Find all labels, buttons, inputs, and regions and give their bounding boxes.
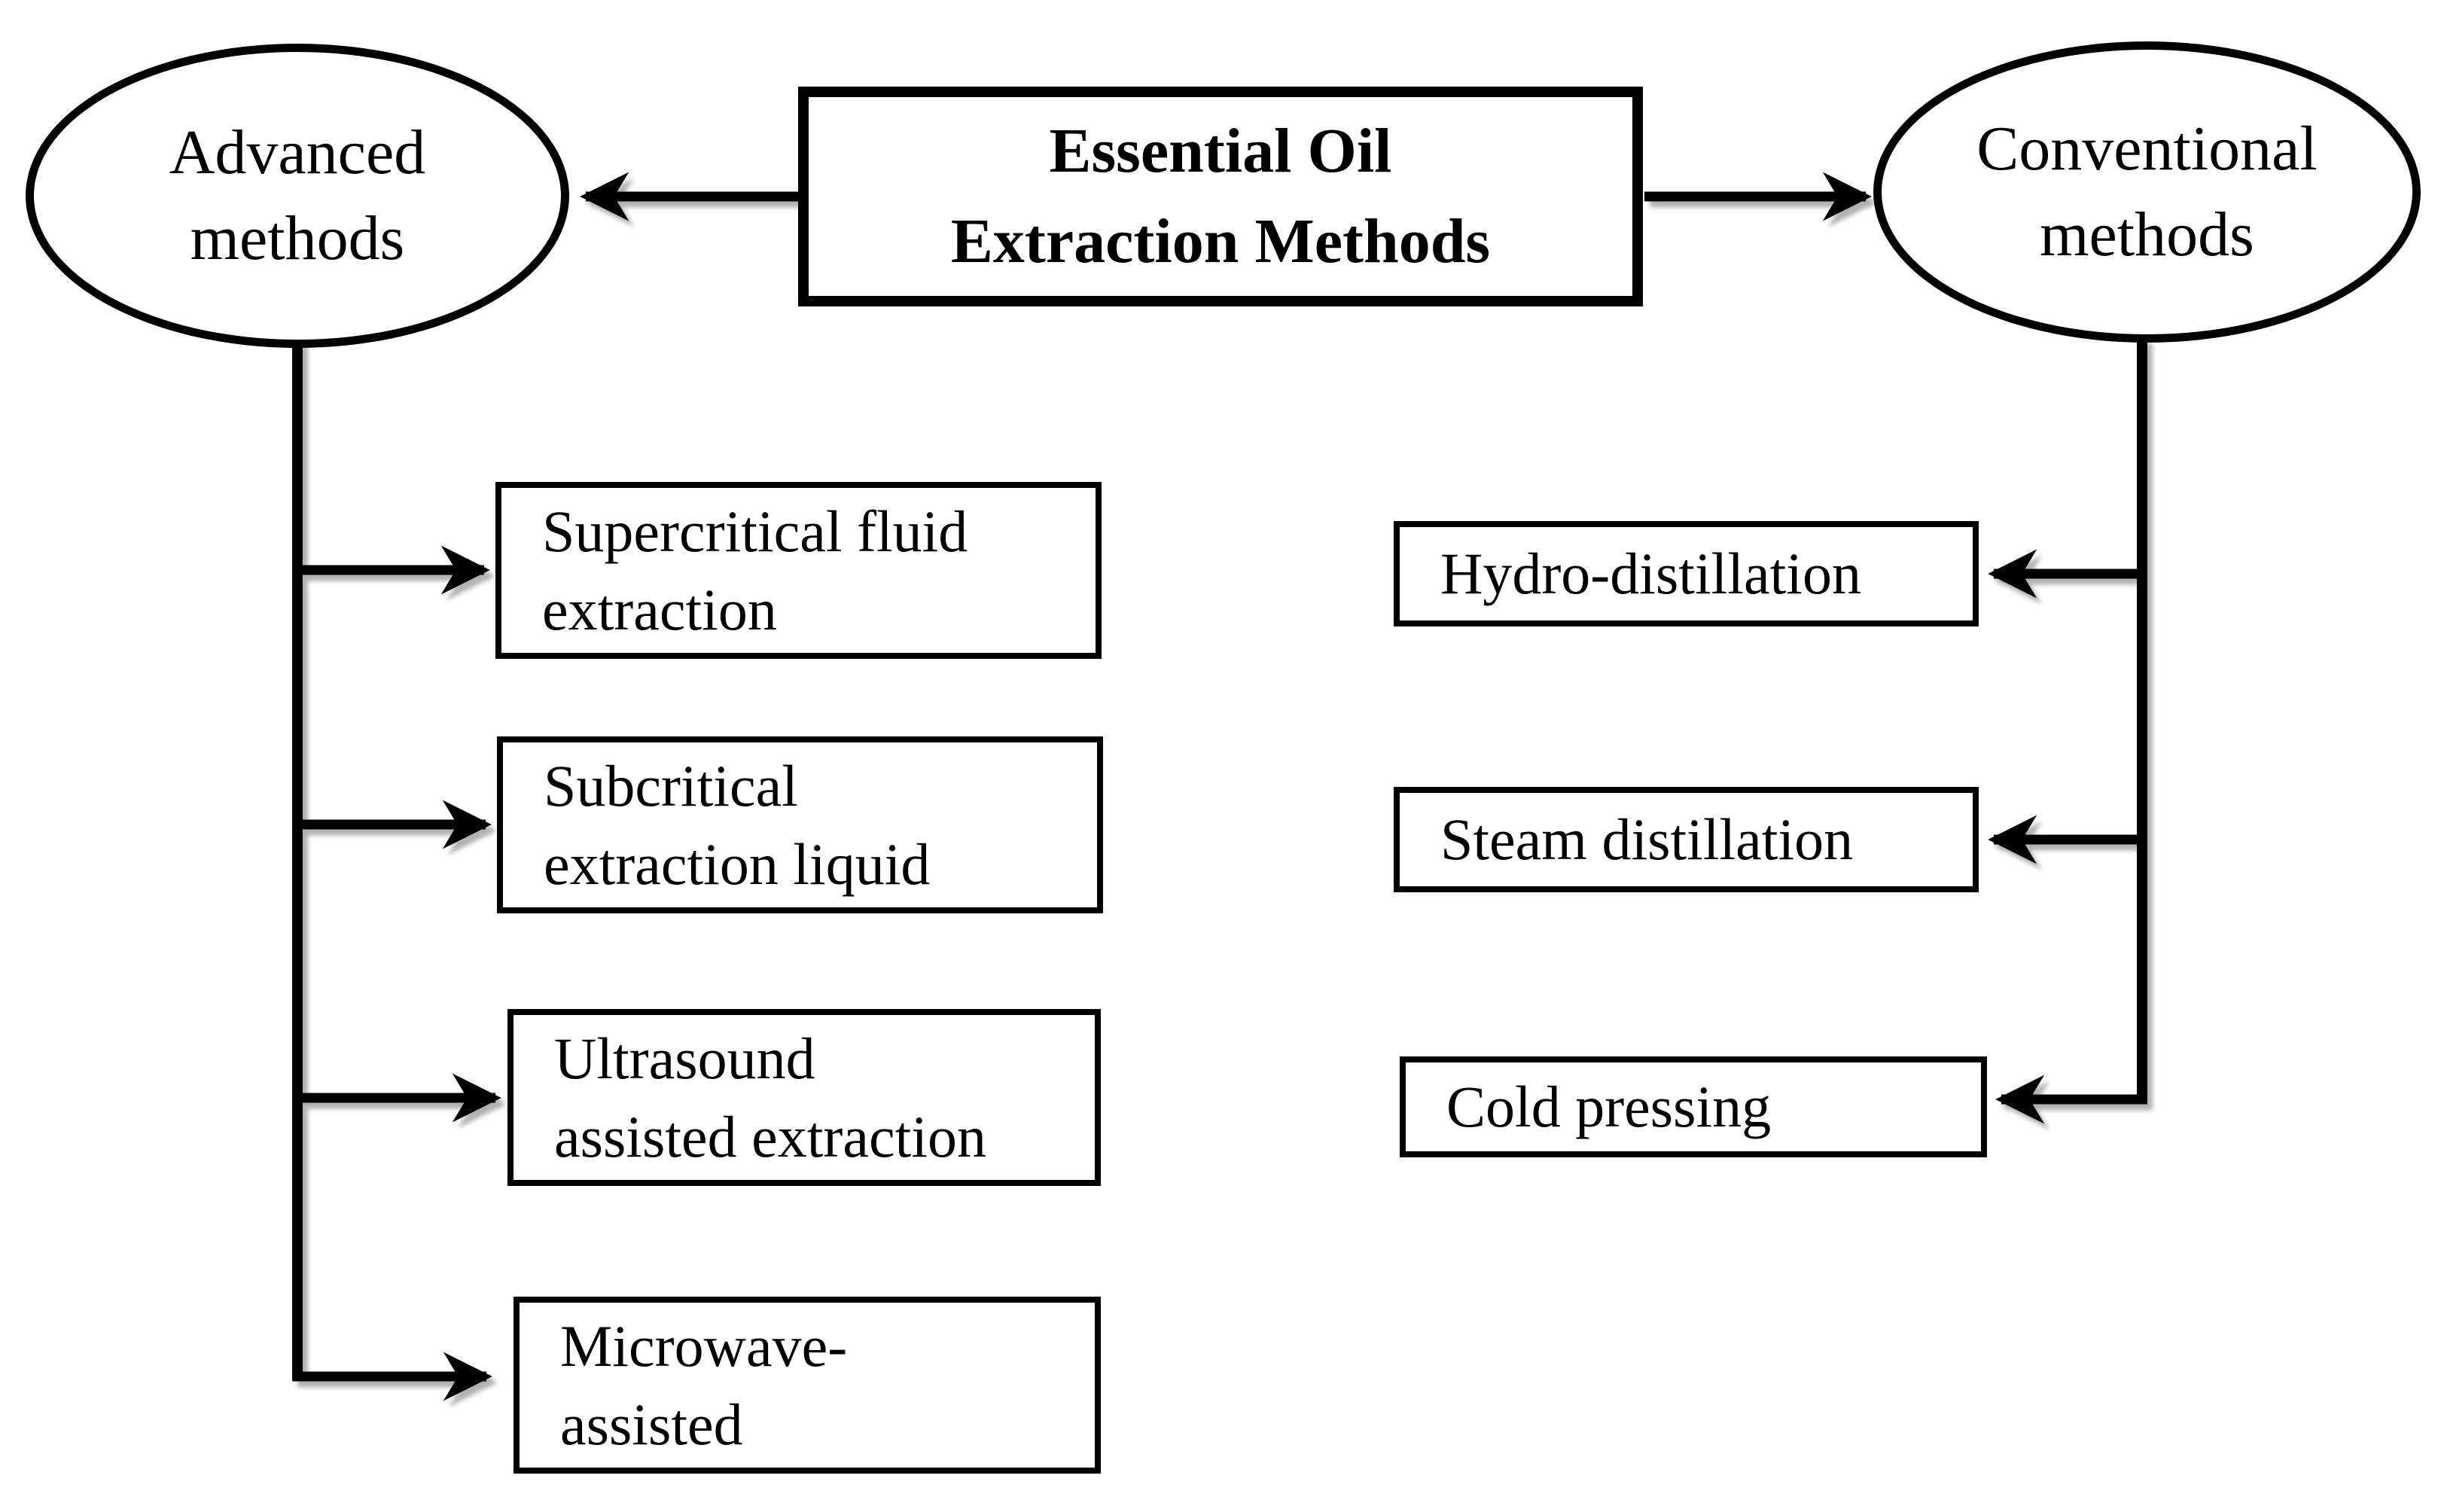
method-box-steam-distillation: Steam distillation [1394, 787, 1979, 892]
advanced-methods-ellipse: Advanced methods [26, 44, 569, 348]
method-box-hydro-distillation: Hydro-distillation [1394, 521, 1979, 626]
advanced-label-line1: Advanced [169, 117, 426, 187]
method-label-line1: Subcritical [544, 752, 798, 818]
method-label-line2: assisted [560, 1391, 743, 1457]
method-box-microwave-assisted: Microwave- assisted [514, 1297, 1101, 1474]
root-title-line2: Extraction Methods [950, 206, 1491, 276]
root-node-essential-oil-extraction-methods: Essential Oil Extraction Methods [798, 87, 1643, 306]
method-box-ultrasound-assisted-extraction: Ultrasound assisted extraction [507, 1009, 1101, 1186]
method-label-line1: Supercritical fluid [542, 498, 968, 564]
method-label: Hydro-distillation [1440, 541, 1861, 606]
method-box-subcritical-extraction-liquid: Subcritical extraction liquid [497, 736, 1103, 913]
conventional-methods-ellipse: Conventional methods [1873, 41, 2421, 343]
method-label: Cold pressing [1446, 1074, 1772, 1139]
root-title-line1: Essential Oil [1049, 116, 1392, 186]
method-box-cold-pressing: Cold pressing [1400, 1056, 1987, 1157]
method-label-line2: assisted extraction [554, 1103, 986, 1169]
conventional-label-line1: Conventional [1976, 114, 2318, 184]
method-label-line1: Microwave- [560, 1312, 848, 1379]
method-label-line1: Ultrasound [554, 1025, 815, 1091]
method-label: Steam distillation [1440, 806, 1854, 872]
conventional-label-line2: methods [2040, 200, 2254, 270]
method-label-line2: extraction liquid [544, 831, 931, 897]
advanced-label-line2: methods [190, 203, 405, 273]
method-label-line2: extraction [542, 576, 777, 642]
method-box-supercritical-fluid-extraction: Supercritical fluid extraction [495, 482, 1102, 659]
